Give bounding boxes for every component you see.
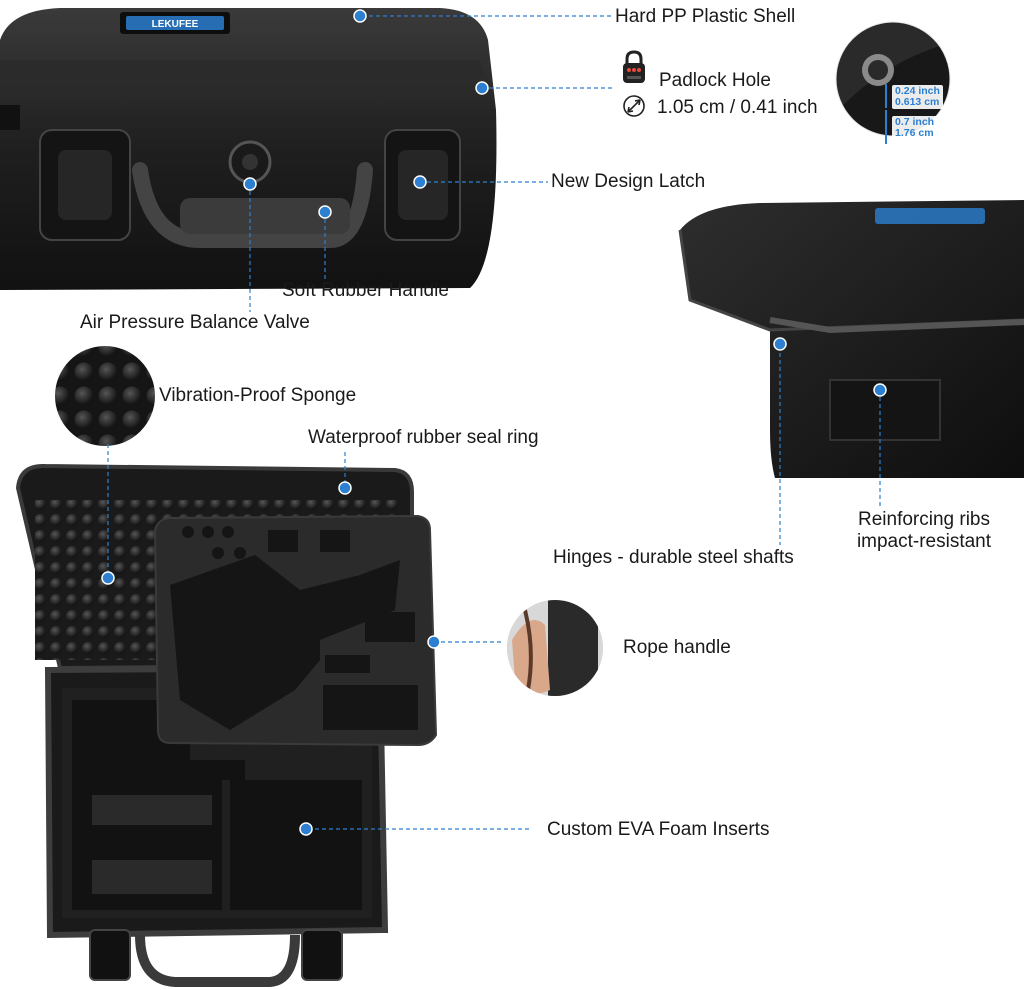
- hinges-label: Hinges - durable steel shafts: [553, 547, 794, 568]
- open-case: [15, 463, 438, 987]
- depth-inch: 0.24 inch: [895, 85, 940, 97]
- closed-case-side: [678, 200, 1024, 478]
- sponge-label: Vibration-Proof Sponge: [159, 385, 357, 406]
- valve-label: Air Pressure Balance Valve: [80, 312, 310, 333]
- latch-label: New Design Latch: [551, 171, 706, 192]
- callout-dots: [101, 9, 887, 836]
- padlock-icon: [623, 50, 645, 83]
- padlock-width-dimension: 0.7 inch 1.76 cm: [892, 116, 938, 140]
- closed-case-front: LEKUFEE: [0, 8, 497, 290]
- sponge-detail: [55, 346, 155, 446]
- padlock-depth-dimension: 0.24 inch 0.613 cm: [892, 85, 943, 109]
- width-inch: 0.7 inch: [895, 116, 935, 128]
- foam-inserts-label: Custom EVA Foam Inserts: [547, 819, 770, 840]
- callout-lines: [107, 15, 881, 830]
- padlock-size-label: 1.05 cm / 0.41 inch: [657, 97, 818, 118]
- seal-ring-label: Waterproof rubber seal ring: [308, 427, 539, 448]
- ribs-label: Reinforcing ribs impact-resistant: [834, 509, 1014, 553]
- width-cm: 1.76 cm: [895, 127, 934, 139]
- handle-label: Soft Rubber Handle: [282, 280, 449, 301]
- brand-plate: LEKUFEE: [152, 19, 199, 30]
- ribs-label-line1: Reinforcing ribs: [858, 509, 990, 530]
- padlock-hole-label: Padlock Hole: [659, 70, 771, 91]
- rope-handle-detail: [507, 600, 603, 696]
- diameter-icon: [623, 95, 645, 117]
- depth-cm: 0.613 cm: [895, 96, 940, 108]
- rope-handle-label: Rope handle: [623, 637, 731, 658]
- hard-shell-label: Hard PP Plastic Shell: [615, 6, 796, 27]
- ribs-label-line2: impact-resistant: [856, 531, 992, 552]
